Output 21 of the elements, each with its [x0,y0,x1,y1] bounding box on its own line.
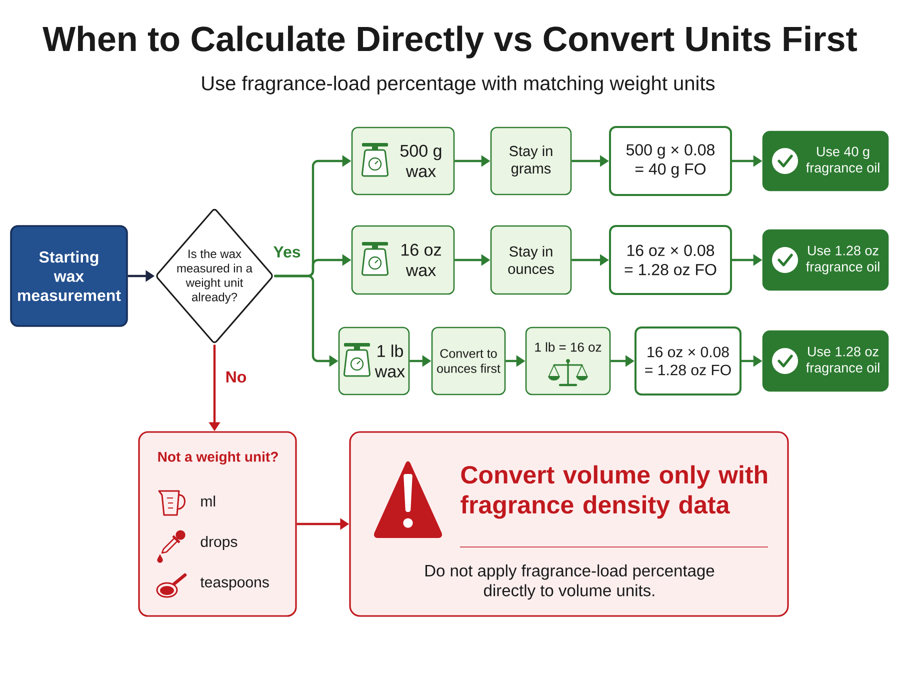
calculation-box: 16 oz × 0.08 = 1.28 oz FO [634,326,742,396]
edge-label: Yes [272,244,302,260]
process-box: 1 lb = 16 oz [525,326,611,396]
list-item: drops [200,536,238,550]
calculation-box: 16 oz × 0.08 = 1.28 oz FO [609,225,732,295]
panel-heading: Not a weight unit? [158,451,278,465]
list-item: ml [201,496,216,506]
process-box: Convert to ounces first [431,326,506,396]
subtitle: Use fragrance-load percentage with matching weight units [202,76,715,94]
result-box: Use 1.28 oz fragrance oil [762,229,889,291]
panel-text: Do not apply fragrance-load percentage directly to volume units. [425,564,714,600]
calculation-box: 500 g × 0.08 = 40 g FO [609,126,732,196]
process-box: Stay in ounces [490,225,572,295]
edge-label: No [224,370,248,384]
panel-heading: Convert volume only with fragrance density data [460,465,767,519]
title: When to Calculate Directly vs Convert Units First [42,26,857,58]
process-box: Stay in grams [490,126,572,196]
result-box: Use 40 g fragrance oil [762,130,889,192]
result-box: Use 1.28 oz fragrance oil [762,330,889,392]
start-box: Starting wax measurement [10,225,128,327]
list-item: teaspoons [200,578,269,590]
